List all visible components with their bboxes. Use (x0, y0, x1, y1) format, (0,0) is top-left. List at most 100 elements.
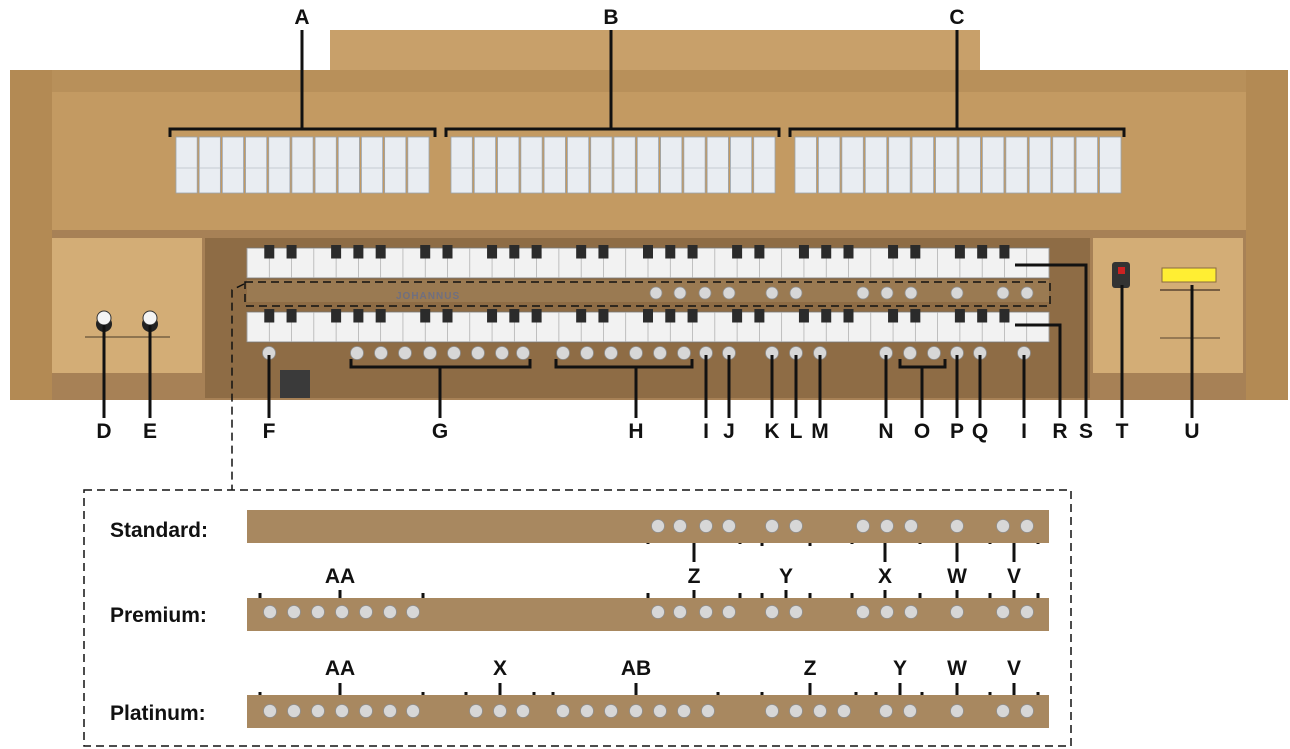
detail-piston[interactable] (699, 519, 713, 533)
detail-piston[interactable] (1020, 704, 1034, 718)
piston[interactable] (722, 286, 736, 300)
detail-piston[interactable] (722, 605, 736, 619)
piston[interactable] (950, 286, 964, 300)
detail-piston[interactable] (406, 704, 420, 718)
detail-piston[interactable] (516, 704, 530, 718)
detail-piston[interactable] (580, 704, 594, 718)
piston[interactable] (604, 346, 618, 360)
stop-tab[interactable] (497, 136, 520, 194)
detail-piston[interactable] (699, 605, 713, 619)
piston[interactable] (471, 346, 485, 360)
piston[interactable] (677, 346, 691, 360)
detail-piston[interactable] (263, 704, 277, 718)
detail-piston[interactable] (879, 704, 893, 718)
detail-piston[interactable] (311, 605, 325, 619)
detail-piston[interactable] (469, 704, 483, 718)
piston[interactable] (673, 286, 687, 300)
detail-piston[interactable] (904, 519, 918, 533)
stop-tab[interactable] (911, 136, 934, 194)
stop-tab[interactable] (473, 136, 496, 194)
stop-tab[interactable] (314, 136, 337, 194)
detail-piston[interactable] (383, 605, 397, 619)
detail-piston[interactable] (629, 704, 643, 718)
detail-piston[interactable] (789, 605, 803, 619)
piston[interactable] (765, 286, 779, 300)
detail-piston[interactable] (359, 605, 373, 619)
piston[interactable] (495, 346, 509, 360)
stop-tab[interactable] (268, 136, 291, 194)
detail-piston[interactable] (311, 704, 325, 718)
piston[interactable] (350, 346, 364, 360)
stop-tab[interactable] (337, 136, 360, 194)
piston[interactable] (856, 286, 870, 300)
stop-tab[interactable] (683, 136, 706, 194)
detail-piston[interactable] (856, 605, 870, 619)
detail-piston[interactable] (653, 704, 667, 718)
detail-piston[interactable] (765, 519, 779, 533)
detail-piston[interactable] (406, 605, 420, 619)
piston[interactable] (516, 346, 530, 360)
power-switch[interactable] (1112, 262, 1130, 288)
detail-piston[interactable] (335, 704, 349, 718)
detail-piston[interactable] (950, 704, 964, 718)
stop-tab[interactable] (1052, 136, 1075, 194)
piston[interactable] (556, 346, 570, 360)
piston[interactable] (580, 346, 594, 360)
piston[interactable] (698, 286, 712, 300)
stop-tab[interactable] (520, 136, 543, 194)
stop-tab[interactable] (660, 136, 683, 194)
piston[interactable] (649, 286, 663, 300)
stop-tab[interactable] (706, 136, 729, 194)
detail-piston[interactable] (996, 704, 1010, 718)
piston[interactable] (629, 346, 643, 360)
piston[interactable] (996, 286, 1010, 300)
piston[interactable] (653, 346, 667, 360)
piston[interactable] (927, 346, 941, 360)
piston[interactable] (789, 286, 803, 300)
detail-piston[interactable] (556, 704, 570, 718)
stop-tab[interactable] (221, 136, 244, 194)
stop-tab[interactable] (935, 136, 958, 194)
stop-tab[interactable] (864, 136, 888, 194)
detail-piston[interactable] (673, 519, 687, 533)
stop-tab[interactable] (636, 136, 659, 194)
piston[interactable] (447, 346, 461, 360)
piston[interactable] (880, 286, 894, 300)
detail-piston[interactable] (287, 605, 301, 619)
piston[interactable] (1020, 286, 1034, 300)
detail-piston[interactable] (880, 519, 894, 533)
detail-piston[interactable] (789, 704, 803, 718)
detail-piston[interactable] (604, 704, 618, 718)
detail-piston[interactable] (950, 519, 964, 533)
stop-tab[interactable] (1028, 136, 1052, 194)
detail-piston[interactable] (837, 704, 851, 718)
detail-piston[interactable] (903, 704, 917, 718)
stop-tab[interactable] (198, 136, 221, 194)
detail-piston[interactable] (789, 519, 803, 533)
stop-tab[interactable] (450, 136, 473, 194)
piston[interactable] (423, 346, 437, 360)
stop-tab[interactable] (590, 136, 613, 194)
stop-tab[interactable] (245, 136, 268, 194)
detail-piston[interactable] (263, 605, 277, 619)
detail-piston[interactable] (677, 704, 691, 718)
detail-piston[interactable] (701, 704, 715, 718)
piston[interactable] (374, 346, 388, 360)
stop-tab[interactable] (567, 136, 590, 194)
stop-tab[interactable] (361, 136, 384, 194)
detail-piston[interactable] (359, 704, 373, 718)
stop-tab[interactable] (1005, 136, 1028, 194)
detail-piston[interactable] (493, 704, 507, 718)
detail-piston[interactable] (904, 605, 918, 619)
detail-piston[interactable] (1020, 519, 1034, 533)
detail-piston[interactable] (765, 704, 779, 718)
detail-piston[interactable] (651, 605, 665, 619)
stop-tab[interactable] (613, 136, 636, 194)
piston[interactable] (903, 346, 917, 360)
detail-piston[interactable] (996, 519, 1010, 533)
stop-tab[interactable] (730, 136, 753, 194)
stop-tab[interactable] (1075, 136, 1098, 194)
stop-tab[interactable] (818, 136, 841, 194)
detail-piston[interactable] (673, 605, 687, 619)
stop-tab[interactable] (384, 136, 407, 194)
